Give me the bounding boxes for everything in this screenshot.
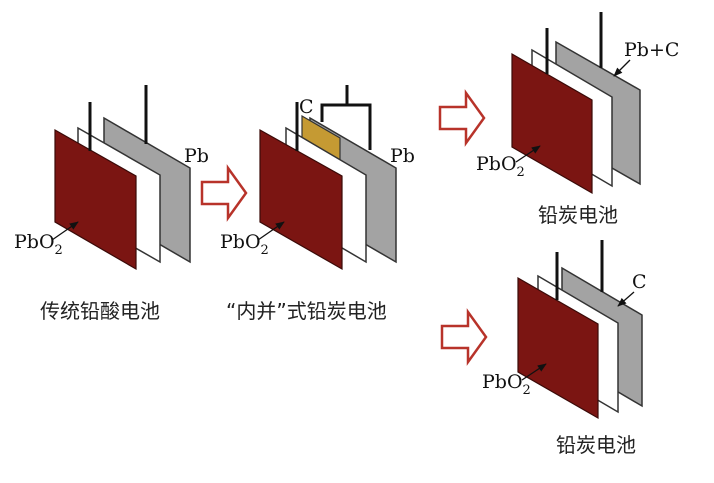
caption-internal: “内并”式铅炭电池 bbox=[226, 299, 387, 323]
label-pb: Pb bbox=[184, 145, 209, 167]
pointer-pbo2 bbox=[257, 221, 285, 241]
pointer-pbc bbox=[613, 59, 631, 77]
pbo2-positive-plate bbox=[511, 52, 593, 195]
pointer-c bbox=[617, 291, 635, 307]
pbo2-positive-plate bbox=[517, 276, 599, 420]
label-pbo2: PbO2 bbox=[482, 371, 531, 398]
pointer-pbo2 bbox=[515, 145, 541, 163]
panel-traditional: Pb PbO2 传统铅酸电池 bbox=[14, 85, 209, 323]
arrow-right-icon bbox=[440, 308, 488, 366]
panel-lead-carbon-mixed: Pb+C PbO2 铅炭电池 bbox=[476, 12, 679, 227]
caption-lead-carbon-mixed: 铅炭电池 bbox=[538, 203, 618, 227]
panel-internal: C Pb PbO2 “内并”式铅炭电池 bbox=[220, 85, 415, 323]
label-c: C bbox=[632, 271, 647, 293]
caption-lead-carbon-c: 铅炭电池 bbox=[556, 433, 636, 457]
label-pbo2: PbO2 bbox=[14, 231, 63, 258]
pointer-pbo2 bbox=[51, 221, 79, 241]
label-pb: Pb bbox=[390, 145, 415, 167]
pbo2-positive-plate bbox=[54, 128, 137, 271]
label-c: C bbox=[299, 96, 314, 118]
arrow-right-icon bbox=[200, 164, 248, 222]
label-pbo2: PbO2 bbox=[476, 153, 525, 180]
arrow-right-icon bbox=[438, 89, 486, 147]
pbo2-positive-plate bbox=[259, 128, 343, 271]
label-pbc: Pb+C bbox=[624, 39, 679, 61]
pointer-pbo2 bbox=[521, 363, 547, 381]
label-pbo2: PbO2 bbox=[220, 231, 269, 258]
panel-lead-carbon-c: C PbO2 铅炭电池 bbox=[482, 240, 647, 457]
caption-traditional: 传统铅酸电池 bbox=[40, 299, 160, 323]
parallel-connector bbox=[320, 103, 372, 150]
